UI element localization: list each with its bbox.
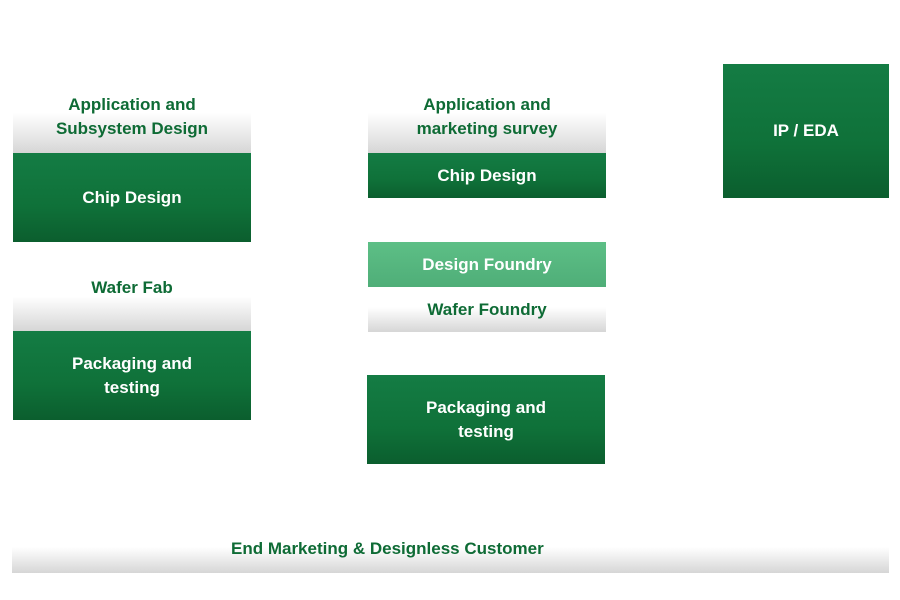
end-marketing-customer-label: End Marketing & Designless Customer	[231, 539, 544, 558]
left-wafer-fab: Wafer Fab	[13, 268, 251, 331]
end-marketing-customer-bar: End Marketing & Designless Customer	[12, 533, 889, 573]
middle-application-marketing-survey: Application and marketing survey	[368, 80, 606, 153]
left-packaging-testing: Packaging and testing	[13, 331, 251, 420]
middle-chip-design: Chip Design	[368, 153, 606, 198]
left-chip-design: Chip Design	[13, 153, 251, 242]
right-ip-eda: IP / EDA	[723, 64, 889, 198]
left-application-subsystem-design: Application and Subsystem Design	[13, 80, 251, 153]
middle-design-foundry: Design Foundry	[368, 242, 606, 287]
middle-wafer-foundry: Wafer Foundry	[368, 287, 606, 332]
middle-packaging-testing: Packaging and testing	[367, 375, 605, 464]
